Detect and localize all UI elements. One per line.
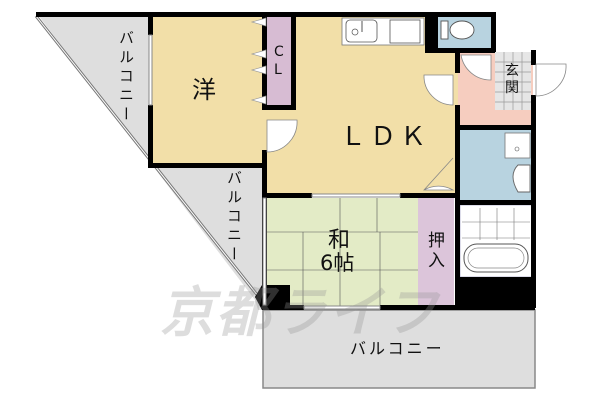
- closet-doors: [250, 17, 267, 105]
- toilet-icon: [449, 20, 475, 40]
- tatami-lines: [265, 198, 418, 308]
- windows: [148, 34, 401, 310]
- japanese-room: [265, 198, 418, 308]
- washbasin-icon: [512, 164, 531, 193]
- bathtub-icon: [463, 243, 529, 273]
- western-room: [150, 15, 265, 165]
- oshiire: [418, 198, 454, 308]
- ldk: [265, 15, 458, 195]
- closet: [267, 15, 291, 107]
- door-swings: [266, 54, 567, 191]
- stove-area: [389, 19, 421, 44]
- watermark: 京都ライフ: [160, 281, 440, 344]
- washing-machine-icon: [504, 132, 531, 159]
- walls: [36, 12, 536, 310]
